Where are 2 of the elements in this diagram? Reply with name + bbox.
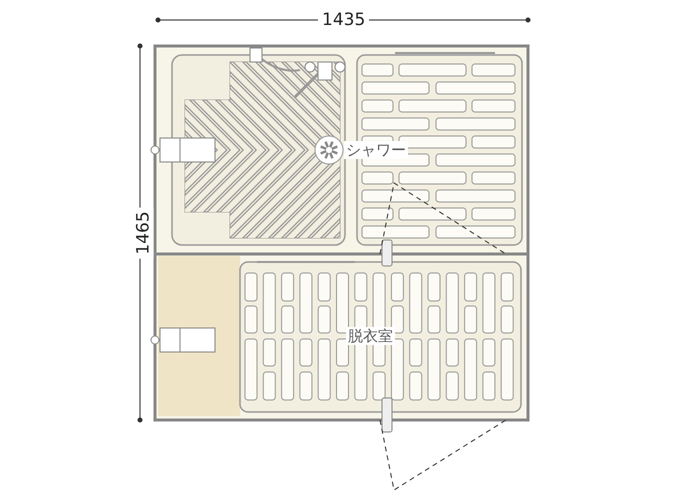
room-label: シャワー — [344, 141, 408, 159]
room-label: 脱衣室 — [346, 327, 395, 345]
